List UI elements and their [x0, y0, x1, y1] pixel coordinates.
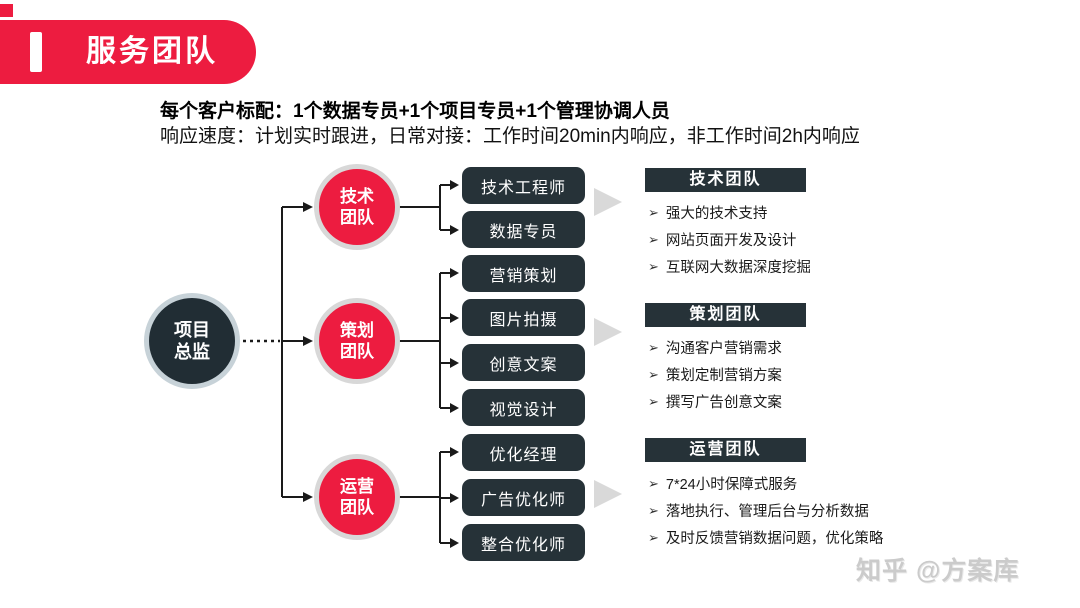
bullet-item: ➢ 撰写广告创意文案 [648, 388, 948, 415]
panel-header-tech: 技术团队 [645, 168, 806, 192]
bullet-item: ➢ 沟通客户营销需求 [648, 334, 948, 361]
team-circle-label: 运营 [340, 476, 374, 496]
banner-accent-bar [30, 32, 42, 72]
panel-bullets-tech: ➢ 强大的技术支持 ➢ 网站页面开发及设计 ➢ 互联网大数据深度挖掘 [648, 199, 948, 280]
page-title: 服务团队 [86, 35, 218, 68]
title-banner: 服务团队 [0, 20, 256, 84]
bullet-arrow-icon: ➢ [648, 529, 659, 545]
bullet-text: 7*24小时保障式服务 [665, 477, 798, 493]
role-box: 优化经理 [462, 434, 585, 471]
arrowhead-icon [303, 336, 313, 346]
role-box: 图片拍摄 [462, 299, 585, 336]
bullet-item: ➢ 落地执行、管理后台与分析数据 [648, 497, 948, 524]
bullet-text: 互联网大数据深度挖掘 [665, 260, 811, 276]
bullet-text: 强大的技术支持 [665, 206, 768, 222]
root-circle-label-line2: 总监 [174, 342, 210, 362]
bullet-arrow-icon: ➢ [648, 204, 659, 220]
watermark: 知乎 @方案库 [856, 557, 1020, 585]
arrowhead-icon [303, 492, 313, 502]
role-box: 整合优化师 [462, 524, 585, 561]
team-circle-operations: 运营 团队 [314, 454, 400, 540]
root-circle-label-line1: 项目 [174, 319, 210, 340]
role-box: 数据专员 [462, 211, 585, 248]
team-circle-planning: 策划 团队 [314, 298, 400, 384]
role-box: 技术工程师 [462, 167, 585, 204]
panel-header-planning: 策划团队 [645, 303, 806, 327]
panel-bullets-operations: ➢ 7*24小时保障式服务 ➢ 落地执行、管理后台与分析数据 ➢ 及时反馈营销数据问题… [648, 470, 948, 551]
gray-pointer-icon [594, 480, 622, 508]
root-circle-project-director: 项目 总监 [144, 293, 240, 389]
bullet-text: 及时反馈营销数据问题，优化策略 [665, 531, 884, 547]
bullet-item: ➢ 强大的技术支持 [648, 199, 948, 226]
bullet-text: 网站页面开发及设计 [665, 233, 797, 249]
bullet-item: ➢ 及时反馈营销数据问题，优化策略 [648, 524, 948, 551]
bullet-arrow-icon: ➢ [648, 366, 659, 382]
bullet-item: ➢ 7*24小时保障式服务 [648, 470, 948, 497]
bullet-arrow-icon: ➢ [648, 258, 659, 274]
gray-pointer-icon [594, 188, 622, 216]
banner-corner-chip [0, 4, 13, 17]
bullet-text: 策划定制营销方案 [665, 368, 782, 384]
role-box: 创意文案 [462, 344, 585, 381]
bullet-arrow-icon: ➢ [648, 393, 659, 409]
headline-response: 响应速度：计划实时跟进，日常对接：工作时间20min内响应，非工作时间2h内响应 [160, 126, 860, 147]
gray-pointer-icon [594, 318, 622, 346]
bullet-arrow-icon: ➢ [648, 502, 659, 518]
team-circle-label: 团队 [340, 498, 374, 517]
team-circle-label: 技术 [340, 186, 374, 206]
panel-bullets-planning: ➢ 沟通客户营销需求 ➢ 策划定制营销方案 ➢ 撰写广告创意文案 [648, 334, 948, 415]
bullet-item: ➢ 网站页面开发及设计 [648, 226, 948, 253]
bullet-item: ➢ 互联网大数据深度挖掘 [648, 253, 948, 280]
bullet-arrow-icon: ➢ [648, 475, 659, 491]
bullet-text: 撰写广告创意文案 [665, 395, 782, 411]
team-circle-tech: 技术 团队 [314, 164, 400, 250]
bullet-arrow-icon: ➢ [648, 231, 659, 247]
role-box: 广告优化师 [462, 479, 585, 516]
bullet-item: ➢ 策划定制营销方案 [648, 361, 948, 388]
bullet-text: 沟通客户营销需求 [665, 341, 782, 357]
role-box: 视觉设计 [462, 389, 585, 426]
headline-config: 每个客户标配：1个数据专员+1个项目专员+1个管理协调人员 [160, 101, 670, 122]
team-circle-label: 策划 [340, 320, 374, 340]
panel-header-operations: 运营团队 [645, 438, 806, 462]
arrowhead-icon [303, 202, 313, 212]
bullet-text: 落地执行、管理后台与分析数据 [665, 504, 869, 520]
role-box: 营销策划 [462, 255, 585, 292]
team-circle-label: 团队 [340, 208, 374, 227]
bullet-arrow-icon: ➢ [648, 339, 659, 355]
team-circle-label: 团队 [340, 342, 374, 361]
